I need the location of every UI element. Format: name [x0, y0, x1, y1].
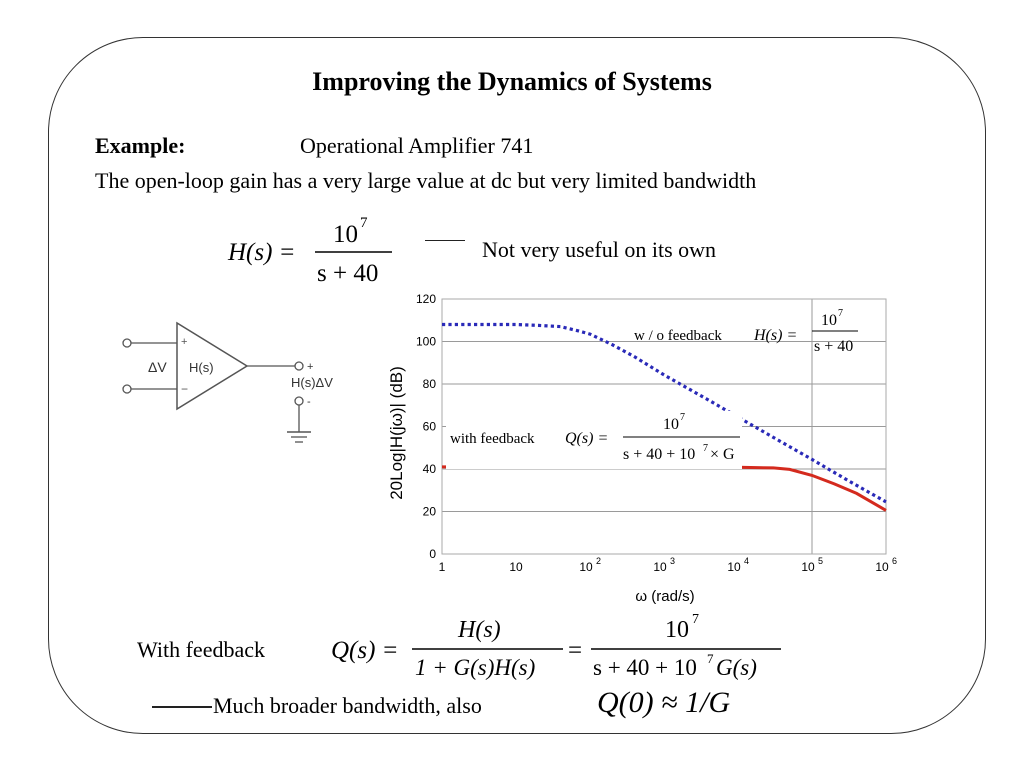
svg-text:G(s): G(s)	[716, 655, 757, 680]
equation-dc-gain: Q(0) ≈ 1/G	[597, 686, 731, 719]
y-axis-label: 20Log|H(jω)| (dB)	[387, 366, 406, 500]
annotation-wo-text: w / o feedback	[634, 328, 722, 344]
input-label: ΔV	[148, 359, 167, 375]
amplifier-triangle	[176, 321, 249, 411]
svg-text:s + 40 + 10: s + 40 + 10	[623, 446, 695, 463]
annotation-wf-text: with feedback	[450, 431, 535, 447]
y-tick-label: 0	[429, 547, 436, 561]
output-plus-terminal	[294, 361, 304, 371]
x-tick-label: 10	[727, 560, 741, 574]
y-tick-label: 120	[416, 292, 436, 306]
y-tick-label: 60	[423, 420, 437, 434]
x-tick-label: 1	[439, 560, 446, 574]
y-tick-label: 20	[423, 505, 437, 519]
annotation-without-feedback: w / o feedback H(s) = 10 7 s + 40	[634, 308, 858, 355]
description: The open-loop gain has a very large valu…	[95, 168, 757, 193]
note-text: Not very useful on its own	[482, 237, 717, 262]
svg-text:7: 7	[707, 651, 714, 666]
svg-text:7: 7	[703, 443, 708, 454]
svg-text:−: −	[181, 382, 188, 396]
svg-text:× G: × G	[710, 446, 735, 463]
eq-num: 10	[333, 221, 358, 248]
opamp-diagram: + − H(s) ΔV + H(s)ΔV -	[122, 321, 333, 443]
output-minus-terminal	[294, 396, 304, 406]
block-label: H(s)	[189, 360, 214, 375]
eq-den: s + 40	[317, 260, 378, 287]
svg-text:7: 7	[680, 412, 685, 423]
svg-text:H(s): H(s)	[457, 617, 501, 643]
svg-text:1 + G(s)H(s): 1 + G(s)H(s)	[415, 655, 535, 680]
input-minus-terminal	[122, 384, 132, 394]
svg-text:+: +	[181, 336, 187, 348]
input-plus-terminal	[122, 338, 132, 348]
svg-text:+: +	[307, 361, 313, 373]
x-axis-label: ω (rad/s)	[635, 588, 694, 605]
x-tick-exponent: 4	[744, 556, 749, 566]
eq-lhs: H(s) =	[227, 239, 296, 266]
svg-text:10: 10	[663, 416, 679, 433]
with-feedback-label: With feedback	[137, 637, 265, 662]
x-tick-label: 10	[875, 560, 889, 574]
svg-text:s + 40: s + 40	[814, 338, 853, 355]
equation-open-loop: H(s) = 10 7 s + 40	[227, 215, 392, 287]
svg-text:10: 10	[665, 617, 689, 643]
svg-text:7: 7	[838, 308, 843, 319]
x-tick-label: 10	[579, 560, 593, 574]
svg-text:Q(s) =: Q(s) =	[331, 637, 399, 664]
svg-text:=: =	[568, 637, 582, 664]
conclusion-text: Much broader bandwidth, also	[213, 693, 482, 718]
y-tick-label: 80	[423, 377, 437, 391]
series-with-feedback	[442, 465, 887, 512]
x-tick-exponent: 5	[818, 556, 823, 566]
x-tick-exponent: 2	[596, 556, 601, 566]
x-tick-exponent: 6	[892, 556, 897, 566]
svg-text:7: 7	[692, 612, 699, 627]
annotation-wf-lhs: Q(s) =	[565, 430, 608, 447]
x-tick-label: 10	[509, 560, 523, 574]
x-tick-label: 10	[801, 560, 815, 574]
series-without-feedback	[442, 322, 887, 504]
x-tick-exponent: 3	[670, 556, 675, 566]
annotation-wo-lhs: H(s) =	[753, 327, 797, 344]
svg-text:-: -	[307, 396, 311, 408]
equation-feedback: Q(s) = H(s) 1 + G(s)H(s) = 10 7 s + 40 +…	[331, 612, 781, 680]
annotation-with-feedback: with feedback Q(s) = 10 7 s + 40 + 10 7 …	[446, 411, 742, 469]
conclusion-pointer-line	[152, 706, 212, 708]
slide-title: Improving the Dynamics of Systems	[312, 67, 712, 96]
slide-frame	[48, 37, 986, 734]
eq-num-exp: 7	[360, 215, 368, 231]
y-tick-label: 40	[423, 462, 437, 476]
plot-area	[441, 298, 887, 555]
svg-text:10: 10	[821, 312, 837, 329]
y-tick-label: 100	[416, 335, 436, 349]
example-label: Example:	[95, 133, 186, 158]
pointer-line	[425, 240, 465, 242]
svg-text:s + 40 + 10: s + 40 + 10	[593, 655, 697, 680]
y-axis: 0 20 40 60 80 100 120	[416, 292, 436, 561]
output-label: H(s)ΔV	[291, 375, 333, 390]
x-tick-label: 10	[653, 560, 667, 574]
example-text: Operational Amplifier 741	[300, 133, 534, 158]
